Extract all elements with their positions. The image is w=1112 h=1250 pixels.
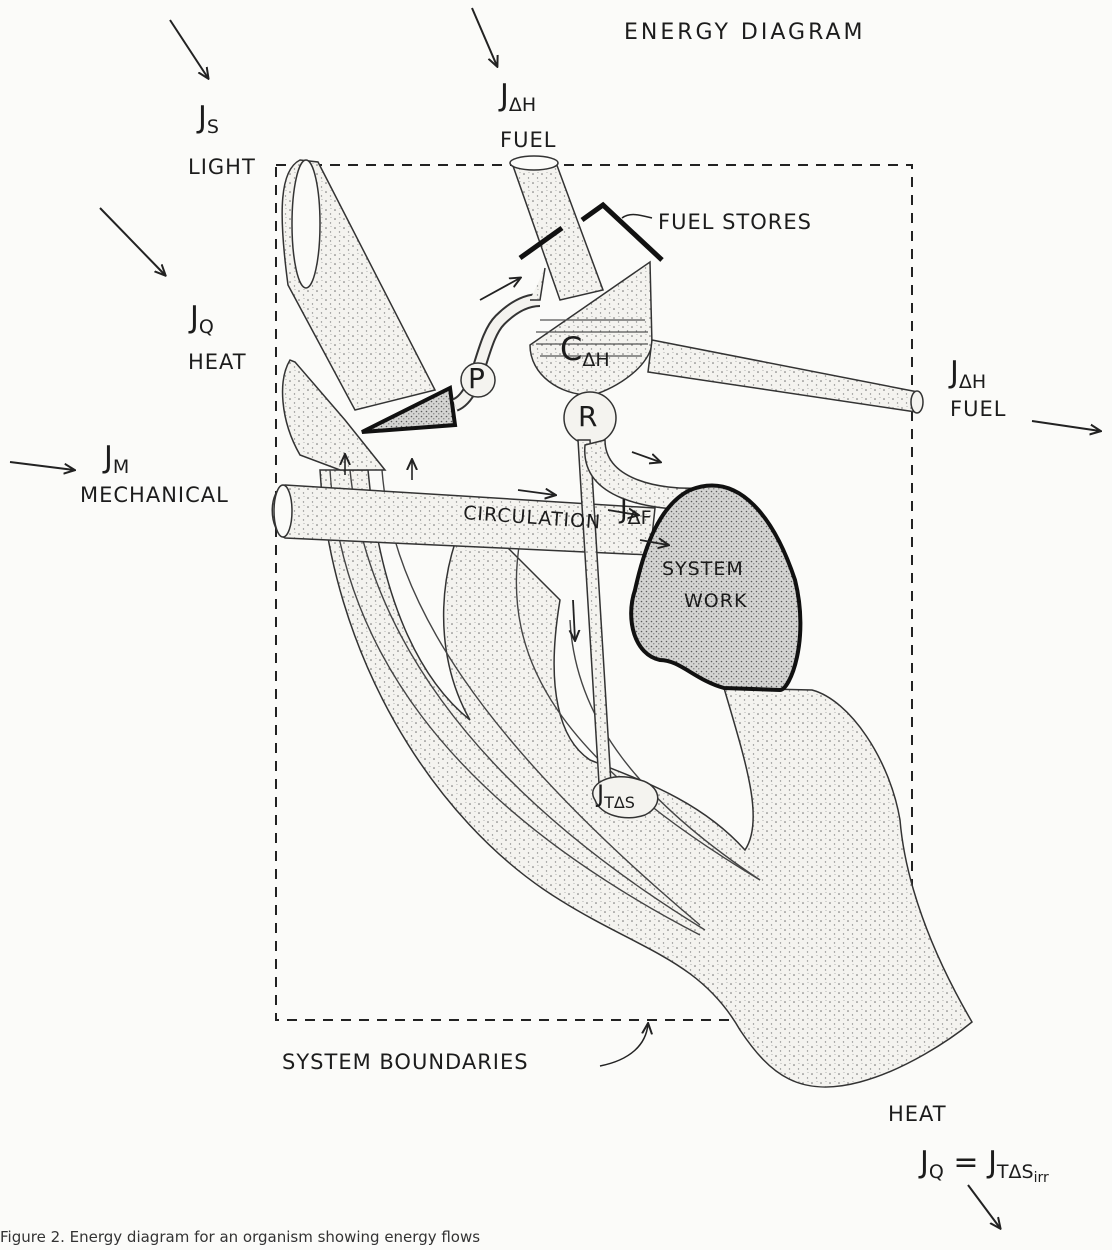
- fuel-out-arrow: [1032, 421, 1100, 431]
- system-work-blob: [631, 486, 800, 690]
- capacitor-symbol: CΔH: [560, 330, 610, 371]
- fuel-out-label: FUEL: [950, 397, 1006, 421]
- figure-caption: Figure 2. Energy diagram for an organism…: [0, 1228, 480, 1246]
- fuel-stores-label: FUEL STORES: [658, 210, 812, 234]
- circulation-pipe-opening: [274, 485, 292, 537]
- dissipation-symbol: JTΔS: [597, 780, 635, 812]
- heat-in-flow-symbol: JQ: [190, 300, 214, 338]
- free-energy-symbol: JΔF: [620, 495, 652, 529]
- fuel-in-label: FUEL: [500, 128, 556, 152]
- diagram-title: ENERGY DIAGRAM: [624, 20, 866, 45]
- heat-out-label: HEAT: [888, 1102, 947, 1126]
- heat-out-equation: JQ = JTΔSirr: [920, 1145, 1049, 1186]
- fuel-in-arrow: [472, 8, 497, 66]
- light-flow-symbol: JS: [198, 100, 219, 138]
- fuel-in-pipe-opening: [510, 156, 558, 170]
- down-arrow: [573, 600, 575, 640]
- fuel-in-flow-symbol: JΔH: [500, 78, 536, 116]
- fuel-out-flow-symbol: JΔH: [950, 355, 986, 393]
- system-boundaries-label: SYSTEM BOUNDARIES: [282, 1050, 529, 1074]
- fuel-stores-leader: [622, 215, 652, 218]
- heat-in-arrow: [100, 208, 165, 275]
- regulator-down-pipe: [578, 440, 612, 800]
- mechanical-flow-symbol: JM: [104, 440, 129, 478]
- heat-in-label: HEAT: [188, 350, 247, 374]
- pump-arrow: [480, 278, 520, 300]
- pump-label: P: [468, 362, 485, 395]
- light-arrow: [170, 20, 208, 78]
- system-work-label-line1: SYSTEM: [662, 558, 744, 580]
- heat-out-arrow: [968, 1185, 1000, 1228]
- circulation-arrow: [518, 490, 555, 495]
- light-pipe-opening: [292, 160, 320, 288]
- fuel-out-pipe: [648, 340, 918, 412]
- mechanical-label: MECHANICAL: [80, 483, 229, 507]
- work-arrow: [632, 452, 660, 462]
- mechanical-arrow: [10, 462, 74, 470]
- system-boundary-leader: [600, 1024, 648, 1066]
- light-label: LIGHT: [188, 155, 256, 179]
- system-work-label-line2: WORK: [684, 590, 747, 612]
- regulator-label: R: [578, 400, 597, 433]
